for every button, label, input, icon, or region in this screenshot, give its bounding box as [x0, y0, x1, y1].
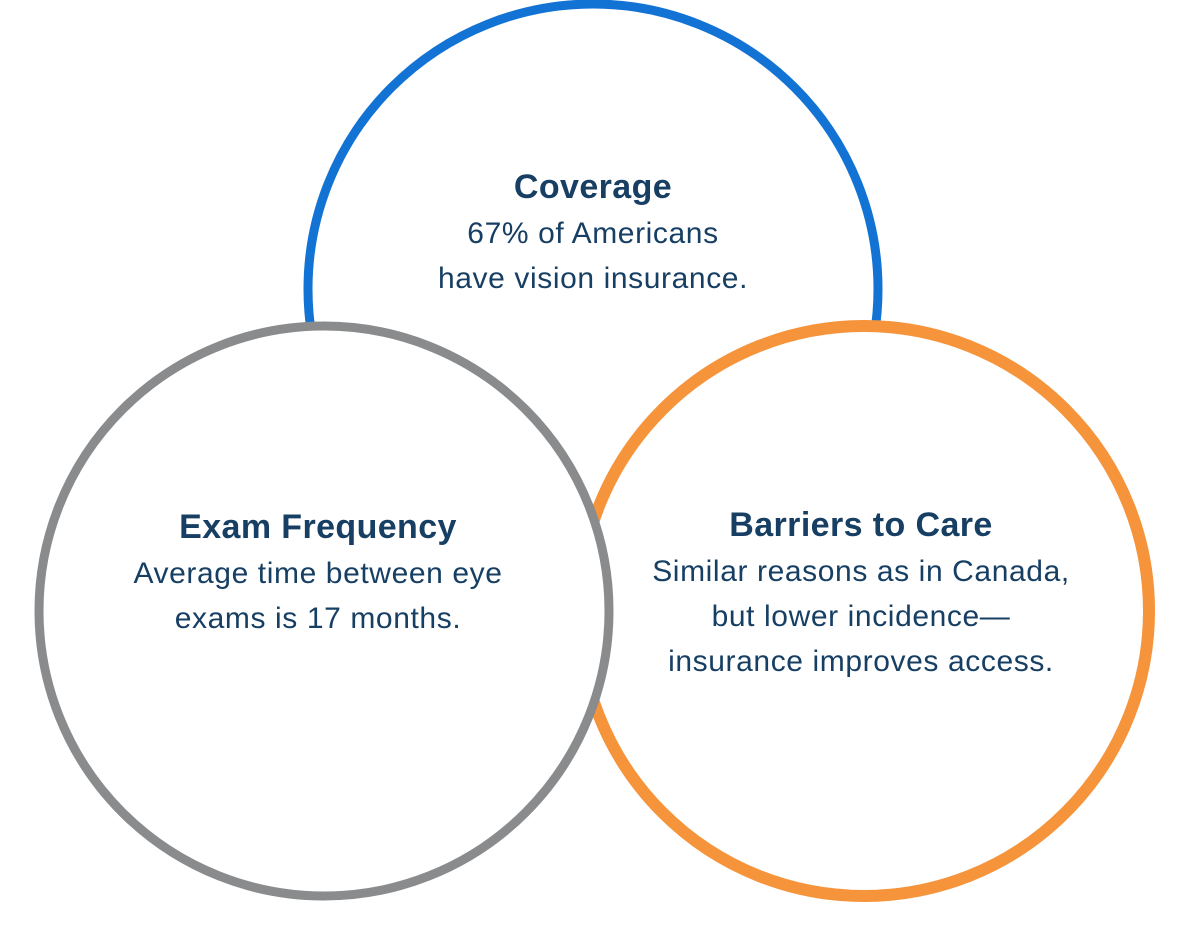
- exam-frequency-label: Exam Frequency Average time between eye …: [133, 505, 502, 641]
- coverage-text: 67% of Americans have vision insurance.: [438, 211, 748, 301]
- barriers-to-care-line-3: insurance improves access.: [668, 645, 1054, 678]
- barriers-to-care-label: Barriers to Care Similar reasons as in C…: [652, 503, 1070, 684]
- exam-frequency-text: Average time between eye exams is 17 mon…: [133, 551, 502, 641]
- exam-frequency-line-2: exams is 17 months.: [174, 602, 462, 635]
- barriers-to-care-title: Barriers to Care: [729, 506, 993, 544]
- barriers-to-care-text: Similar reasons as in Canada, but lower …: [652, 549, 1070, 684]
- coverage-line-2: have vision insurance.: [437, 262, 749, 295]
- barriers-to-care-line-1: Similar reasons as in Canada,: [652, 555, 1070, 588]
- coverage-title: Coverage: [513, 168, 673, 206]
- barriers-to-care-line-2: but lower incidence—: [711, 600, 1011, 633]
- exam-frequency-circle: [34, 321, 614, 901]
- coverage-line-1: 67% of Americans: [467, 217, 719, 250]
- exam-frequency-line-1: Average time between eye: [133, 557, 503, 590]
- exam-frequency-title: Exam Frequency: [179, 508, 457, 546]
- coverage-label: Coverage 67% of Americans have vision in…: [438, 165, 748, 301]
